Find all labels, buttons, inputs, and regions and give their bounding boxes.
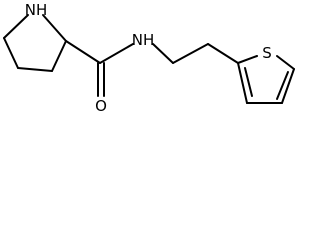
carbonyl-oxygen-label: O	[95, 97, 107, 115]
bond-c2-carbonyl	[65, 40, 101, 64]
bond-c5-c4	[281, 68, 295, 104]
bond-n-ch2	[152, 43, 174, 64]
pyrrolidine-ring	[3, 14, 67, 72]
bond-c5-n1	[3, 14, 29, 39]
bond-c5-c4-inner	[276, 71, 289, 100]
bond-c3-c2-inner	[244, 67, 253, 97]
amide-group	[65, 40, 134, 97]
bond-s-c5	[276, 55, 295, 70]
sulfur-label: S	[262, 44, 272, 62]
bond-c2-c3	[51, 40, 67, 72]
ethyl-linker	[152, 43, 239, 64]
thiophene-ring	[237, 55, 295, 104]
ring-nitrogen-label: NH	[25, 1, 48, 19]
bond-n1-c2	[42, 14, 67, 42]
bond-carbonyl-amide-n	[99, 43, 134, 64]
bond-c4-c5	[3, 37, 19, 69]
bond-c2-s	[237, 55, 258, 64]
bond-ch2-ch2	[172, 43, 209, 64]
bond-c3-c4	[17, 67, 53, 72]
bond-ch2-thiophene	[207, 43, 239, 64]
amide-nitrogen-label: NH	[132, 31, 155, 49]
chemical-structure: NH O NH S	[3, 1, 295, 115]
bond-c3-c2	[237, 62, 248, 104]
